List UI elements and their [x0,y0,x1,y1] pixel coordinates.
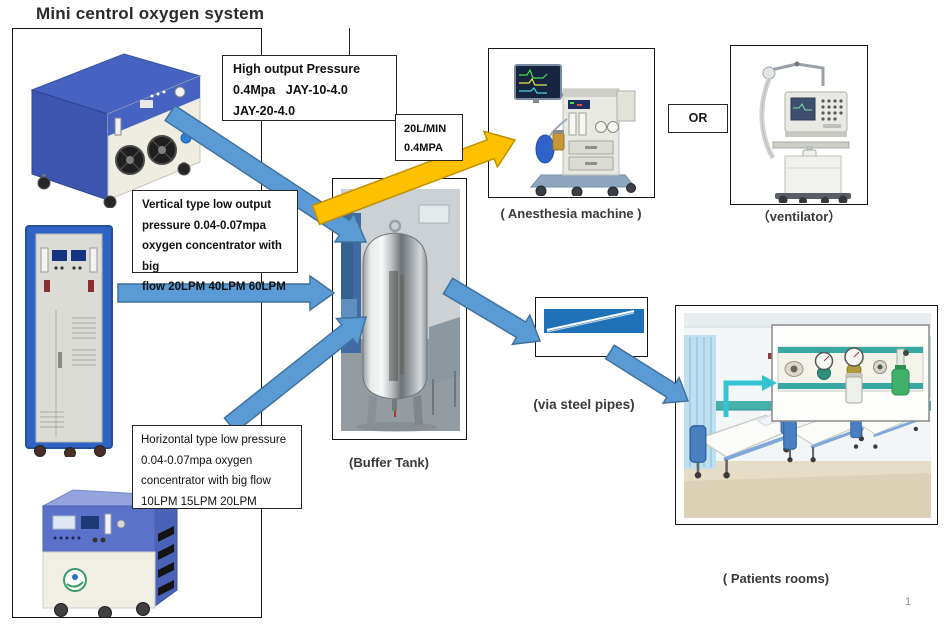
text-line: Vertical type low output [142,199,272,211]
anesthesia-caption: ( Anesthesia machine ) [500,206,642,221]
text-line: 0.04-0.07mpa oxygen [141,454,253,467]
text-line: 20L/MIN [404,123,447,135]
page-title: Mini centrol oxygen system [36,4,265,23]
high-pressure-concentrator-image [12,38,207,208]
page-number: 1 [905,596,912,608]
text-line: oxygen concentrator with big [142,240,286,273]
text-line: pressure 0.04-0.07mpa [142,219,267,232]
buffer-tank-caption: (Buffer Tank) [349,455,429,470]
patients-room-photo [675,305,938,525]
steel-pipes-caption: (via steel pipes) [533,397,635,412]
text-line: JAY-20-4.0 [233,104,296,118]
ventilator-photo [730,45,868,205]
text-line: flow 20LPM 40LPM 60LPM [142,281,286,293]
text-line: 0.4Mpa JAY-10-4.0 [233,83,348,97]
vertical-concentrator-image [14,222,124,457]
steel-pipe-image [535,297,648,357]
ventilator-caption: （ventilator） [756,209,842,224]
buffer-tank-photo [332,178,467,440]
flow-spec-box: 20L/MIN 0.4MPA [395,114,463,161]
high-output-pressure-box: High output Pressure 0.4Mpa JAY-10-4.0 J… [222,55,397,121]
vertical-type-box: Vertical type low output pressure 0.04-0… [132,190,298,293]
horizontal-type-box: Horizontal type low pressure 0.04-0.07mp… [132,425,302,509]
inset-pointer-arrow [723,375,777,417]
patients-rooms-caption: ( Patients rooms) [722,571,830,586]
text-line: 0.4MPA [404,142,443,154]
connector-line [349,28,350,55]
text-line: Horizontal type low pressure [141,434,287,446]
anesthesia-machine-photo [488,48,655,198]
text-line: 10LPM 15LPM 20LPM [141,495,257,508]
oxygen-outlet-inset [771,324,930,422]
text-line: concentrator with big flow [141,475,271,487]
or-connector-box: OR [668,104,728,133]
text-line: High output Pressure [233,62,361,76]
